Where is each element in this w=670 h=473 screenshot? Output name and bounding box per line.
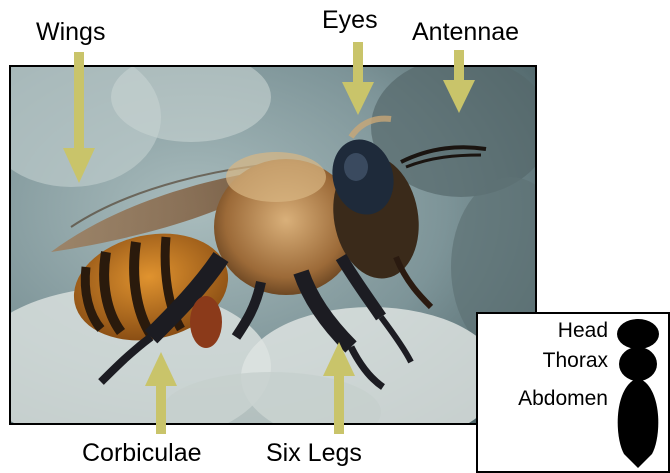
arrow-eyes: [341, 42, 375, 116]
head-segment-shape: [617, 319, 659, 349]
label-eyes: Eyes: [322, 8, 378, 33]
arrow-wings: [62, 52, 96, 184]
abdomen-segment-shape: [618, 378, 659, 468]
label-antennae: Antennae: [412, 20, 519, 45]
legend-thorax-label: Thorax: [543, 350, 608, 371]
legend-abdomen-label: Abdomen: [518, 388, 608, 409]
legend-head-label: Head: [558, 320, 608, 341]
body-segment-silhouette: [610, 316, 666, 472]
arrow-antennae: [442, 50, 476, 114]
label-wings: Wings: [36, 20, 105, 45]
thorax-segment-shape: [619, 347, 657, 381]
arrow-corbiculae: [144, 352, 178, 434]
label-six-legs: Six Legs: [266, 441, 362, 466]
arrow-six-legs: [322, 342, 356, 434]
body-segment-legend: Head Thorax Abdomen: [476, 312, 670, 473]
label-corbiculae: Corbiculae: [82, 441, 202, 466]
